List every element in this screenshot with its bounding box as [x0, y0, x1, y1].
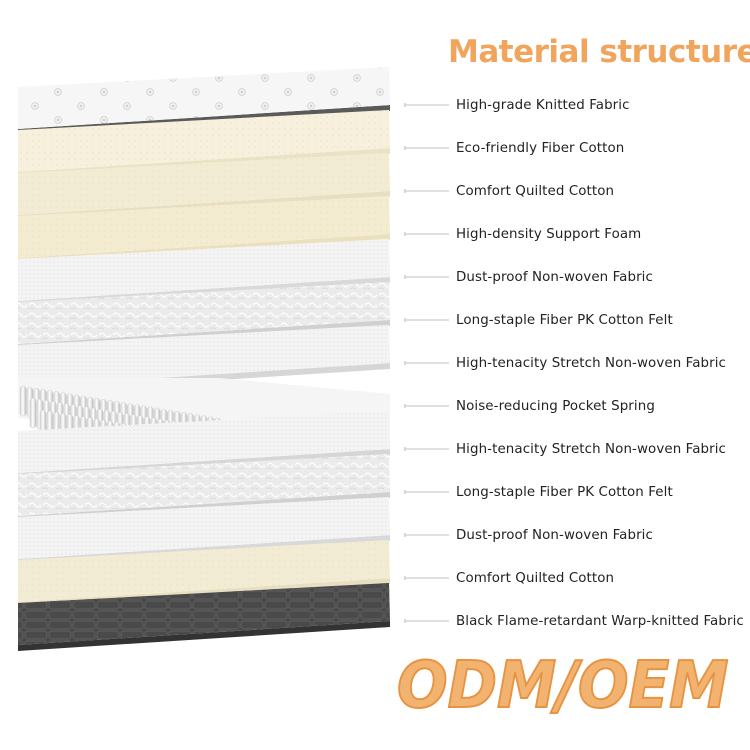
layer-label: Dust-proof Non-woven Fabric — [456, 527, 653, 543]
leader-line — [404, 361, 449, 365]
leader-line — [404, 490, 449, 494]
layer-label-row: Dust-proof Non-woven Fabric — [404, 525, 653, 545]
layer-label-row: Long-staple Fiber PK Cotton Felt — [404, 310, 673, 330]
layer-label: Comfort Quilted Cotton — [456, 183, 615, 199]
leader-line — [404, 189, 449, 193]
leader-line — [404, 533, 449, 537]
mattress-layer-stack — [18, 67, 390, 651]
layer-label-row: High-tenacity Stretch Non-woven Fabric — [404, 439, 727, 459]
layer-label: Comfort Quilted Cotton — [456, 570, 615, 586]
layer-label: Dust-proof Non-woven Fabric — [456, 269, 653, 285]
layer-label-row: Dust-proof Non-woven Fabric — [404, 267, 653, 287]
leader-line — [404, 576, 449, 580]
layer-label-row: Comfort Quilted Cotton — [404, 181, 615, 201]
layer-label: Long-staple Fiber PK Cotton Felt — [456, 484, 673, 500]
layer-label-row: Eco-friendly Fiber Cotton — [404, 138, 625, 158]
leader-line — [404, 404, 449, 408]
leader-line — [404, 318, 449, 322]
leader-line — [404, 103, 449, 107]
layer-label-row: Noise-reducing Pocket Spring — [404, 396, 655, 416]
brand-odm-oem: ODM/OEM — [396, 648, 729, 724]
layer-label: High-grade Knitted Fabric — [456, 97, 630, 113]
leader-line — [404, 447, 449, 451]
layer-label: High-tenacity Stretch Non-woven Fabric — [456, 355, 727, 371]
layer-label: Noise-reducing Pocket Spring — [456, 398, 655, 414]
page-title: Material structure — [448, 34, 750, 70]
layer-label-row: High-grade Knitted Fabric — [404, 95, 630, 115]
layer-label-row: Black Flame-retardant Warp-knitted Fabri… — [404, 611, 744, 631]
layer-label-row: Long-staple Fiber PK Cotton Felt — [404, 482, 673, 502]
layer-label-row: High-tenacity Stretch Non-woven Fabric — [404, 353, 727, 373]
layer-label-row: High-density Support Foam — [404, 224, 642, 244]
layer-label: Black Flame-retardant Warp-knitted Fabri… — [456, 613, 744, 629]
layer-label-row: Comfort Quilted Cotton — [404, 568, 615, 588]
layer-label: Eco-friendly Fiber Cotton — [456, 140, 625, 156]
layer-label: Long-staple Fiber PK Cotton Felt — [456, 312, 673, 328]
leader-line — [404, 275, 449, 279]
layer-13 — [18, 583, 390, 651]
leader-line — [404, 146, 449, 150]
layer-label: High-density Support Foam — [456, 226, 642, 242]
leader-line — [404, 619, 449, 623]
leader-line — [404, 232, 449, 236]
layer-label: High-tenacity Stretch Non-woven Fabric — [456, 441, 727, 457]
